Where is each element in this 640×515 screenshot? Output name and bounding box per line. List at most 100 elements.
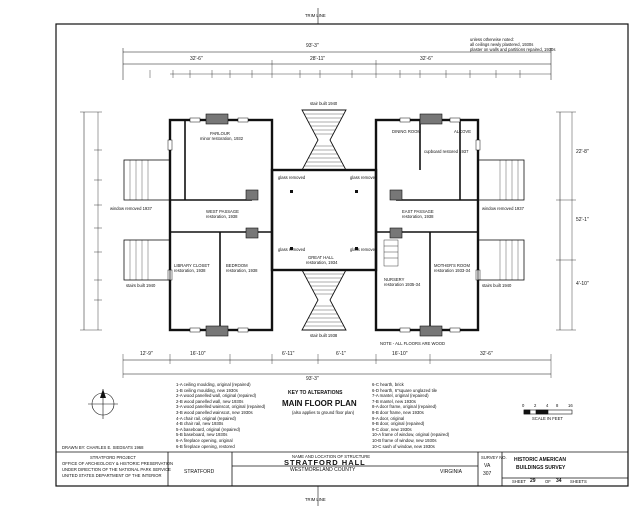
of-label: OF <box>545 479 551 484</box>
room-mothers-room: MOTHER'S ROOM <box>434 263 470 268</box>
legend-item: 9-C door, new 1930s <box>372 426 412 432</box>
scale-tick-16: 16 <box>568 403 573 408</box>
legend-right: 6-C hearth, brick 6-D hearth, 6"square u… <box>372 382 449 449</box>
general-note-3: plaster on walls and partitions repaired… <box>470 47 556 52</box>
project-line-3: UNDER DIRECTION OF THE NATIONAL PARK SER… <box>62 467 171 472</box>
structure-caption: NAME AND LOCATION OF STRUCTURE <box>292 454 371 459</box>
survey-no-1: VA <box>484 463 491 469</box>
room-east-passage-note: restoration, 1938 <box>402 214 434 219</box>
survey-no-2: 307 <box>483 471 492 477</box>
legend-item: 1-A ceiling moulding, original (repaired… <box>176 382 251 387</box>
dim-top-right: 32'-6" <box>420 56 433 62</box>
room-cupboard: cupboard restored 1937 <box>424 149 469 154</box>
legend-left: 1-A ceiling moulding, original (repaired… <box>176 382 265 449</box>
stair-bottom-label: stair built 1938 <box>310 333 338 338</box>
scale-label: SCALE IN FEET <box>532 416 563 421</box>
scale-tick-8: 8 <box>556 403 559 408</box>
project-line-1: STRATFORD PROJECT <box>90 455 136 460</box>
legend-item: 6-B fireplace opening, restored <box>176 443 235 449</box>
dim-bottom-1: 12'-9" <box>140 351 153 357</box>
general-note-2: all ceilings newly plastered, 1930s <box>470 42 534 47</box>
trim-line-bottom: TRIM LINE <box>305 497 326 502</box>
note-stairs-built-east: stairs built 1940 <box>482 283 512 288</box>
habs-line-2: BUILDINGS SURVEY <box>516 465 566 471</box>
sheet-number: 29 <box>530 478 536 484</box>
legend-item: 5-B baseboard, new 1930s <box>176 432 228 438</box>
room-west-passage: WEST PASSAGE <box>206 209 239 214</box>
legend-item: 8-A door frame, original (repaired) <box>372 404 437 410</box>
legend-item: 3-A wood panelled wainscot, original (re… <box>176 404 266 410</box>
drawn-by: DRAWN BY: CHARLES E. SIEDSATS 1968 <box>62 445 144 450</box>
sheets-label: SHEETS <box>570 479 587 484</box>
floors-note: NOTE - ALL FLOORS ARE WOOD <box>380 341 445 346</box>
sheet-label: SHEET <box>512 479 526 484</box>
dim-bottom-6: 32'-6" <box>480 351 493 357</box>
legend-item: 2-A wood panelled wall, original (repair… <box>176 393 257 399</box>
note-glass-removed-2: glass removed <box>350 175 378 180</box>
dim-overall-top: 93'-3" <box>306 43 319 49</box>
room-nursery: NURSERY <box>384 277 405 282</box>
legend-item: 9-A door, original <box>372 415 405 421</box>
dim-top-center: 28'-11" <box>310 56 326 62</box>
room-library-closet-note: restoration, 1938 <box>174 268 206 273</box>
legend-item: 9-B door, original (repaired) <box>372 421 425 427</box>
sheets-total: 34 <box>556 478 562 484</box>
general-note-1: unless otherwise noted: <box>470 37 514 42</box>
legend-item: 3-B wood panelled wainscot, new 1930s <box>176 409 253 415</box>
dim-side-right-1: 52'-1" <box>576 217 589 223</box>
legend-item: 8-B door frame, new 1930s <box>372 409 424 415</box>
dim-bottom-3: 6'-11" <box>282 351 295 357</box>
key-title: KEY TO ALTERATIONS <box>288 390 343 396</box>
town-label: STRATFORD <box>184 469 215 475</box>
legend-item: 2-B wood panelled wall, new 1930s <box>176 398 244 404</box>
legend-item: 10-C sash of window, new 1930s <box>372 443 435 449</box>
dim-side-right-2: 22'-8" <box>576 149 589 155</box>
note-window-removed-west: window removed 1937 <box>110 206 152 211</box>
legend-item: 5-A baseboard, original (repaired) <box>176 426 241 432</box>
note-window-removed-east: window removed 1937 <box>482 206 524 211</box>
dim-bottom-4: 6'-1" <box>336 351 346 357</box>
dim-top-left: 32'-6" <box>190 56 203 62</box>
scale-tick-4: 4 <box>546 403 549 408</box>
room-mothers-room-note: restoration 1933-34 <box>434 268 471 273</box>
dim-bottom-2: 16'-10" <box>190 351 206 357</box>
state-name: VIRGINIA <box>440 469 462 475</box>
habs-line-1: HISTORIC AMERICAN <box>514 457 566 463</box>
dim-bottom-5: 16'-10" <box>392 351 408 357</box>
project-line-2: OFFICE OF ARCHEOLOGY & HISTORIC PRESERVA… <box>62 461 174 466</box>
legend-item: 4-B chair rail, new 1930s <box>176 421 224 427</box>
note-stairs-built-west: stairs built 1940 <box>126 283 156 288</box>
survey-label: SURVEY NO. <box>481 455 507 460</box>
legend-item: 7-A mantel, original (repaired) <box>372 393 429 399</box>
scale-tick-2: 2 <box>534 403 537 408</box>
note-glass-removed-4: glass removed <box>350 247 378 252</box>
legend-item: 6-A fireplace opening, original <box>176 437 233 443</box>
room-bedroom-note: restoration, 1938 <box>226 268 258 273</box>
legend-item: 1-B ceiling moulding, new 1930s <box>176 387 238 393</box>
building-name: STRATFORD HALL <box>284 458 366 467</box>
project-line-4: UNITED STATES DEPARTMENT OF THE INTERIOR <box>62 473 162 478</box>
room-parlour: PARLOUR <box>210 131 230 136</box>
trim-line-top: TRIM LINE <box>305 13 326 18</box>
room-great-hall: GREAT HALL <box>308 255 334 260</box>
stair-top-label: stair built 1940 <box>310 101 338 106</box>
room-dining: DINING ROOM <box>392 129 421 134</box>
room-great-hall-note: restoration, 1934 <box>306 260 338 265</box>
room-bedroom: BEDROOM <box>226 263 248 268</box>
county-name: WESTMORELAND COUNTY <box>290 467 356 473</box>
legend-item: 10-A frame of window, original (repaired… <box>372 432 450 438</box>
plan-title: MAIN FLOOR PLAN <box>282 399 357 408</box>
note-glass-removed-3: glass removed <box>278 247 306 252</box>
room-nursery-note: restoration 1935-34 <box>384 282 421 287</box>
legend-item: 7-B mantel, new 1930s <box>372 398 416 404</box>
dim-overall-bottom: 93'-3" <box>306 376 319 382</box>
plan-subtitle: (also applies to ground floor plan) <box>292 410 355 415</box>
legend-item: 10-B frame of window, new 1930s <box>372 437 437 443</box>
note-glass-removed-1: glass removed <box>278 175 306 180</box>
dim-side-right-3: 4'-10" <box>576 281 589 287</box>
room-alcove: ALCOVE <box>454 129 471 134</box>
legend-item: 6-D hearth, 6"square unglazed tile <box>372 387 438 393</box>
room-parlour-note: minor restoration, 1932 <box>200 136 244 141</box>
legend-item: 4-A chair rail, original (repaired) <box>176 415 236 421</box>
